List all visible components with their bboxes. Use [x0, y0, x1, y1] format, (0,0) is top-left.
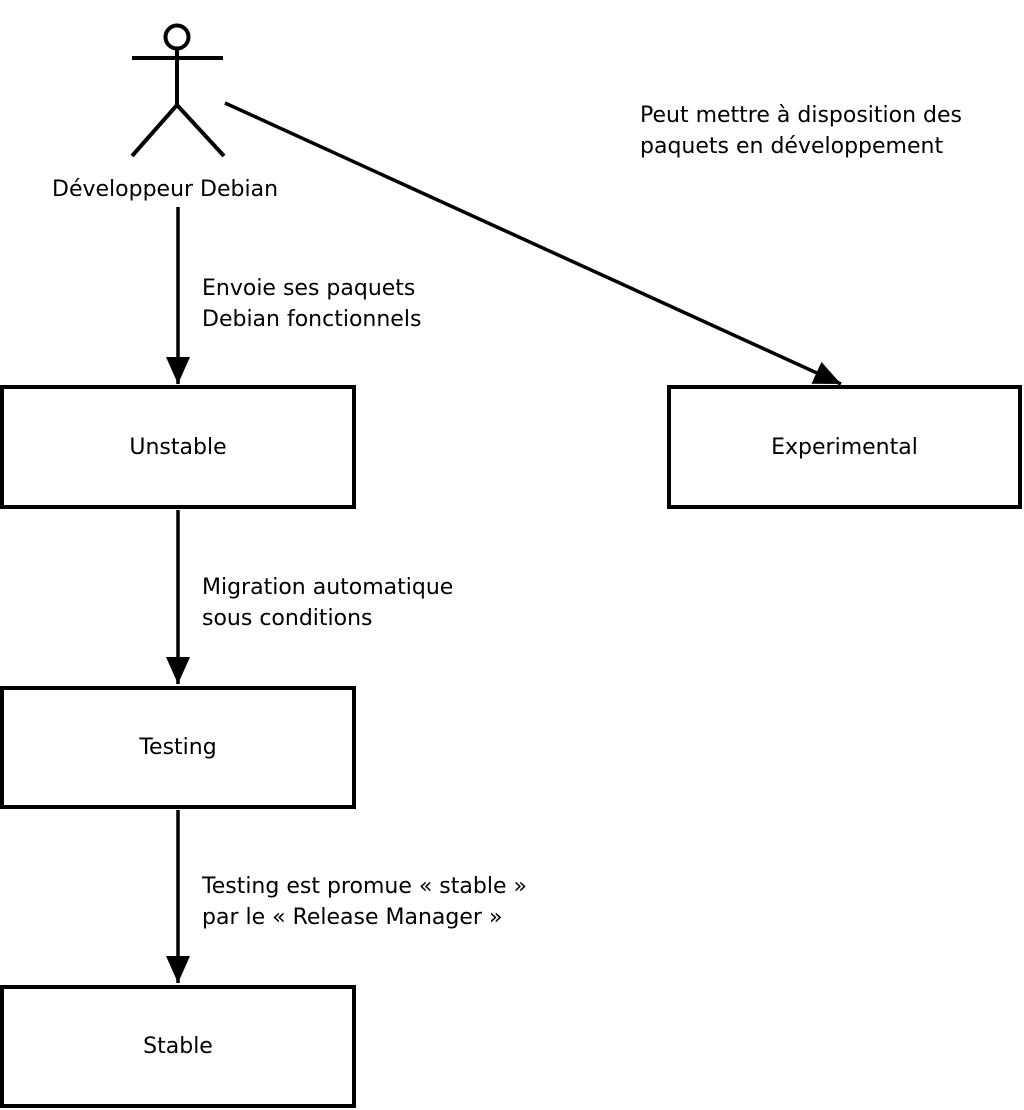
edge-label-developer-to-unstable: Envoie ses paquets Debian fonctionnels	[202, 276, 422, 332]
box-testing-label: Testing	[139, 735, 217, 760]
box-experimental: Experimental	[667, 385, 1022, 509]
box-stable: Stable	[0, 985, 356, 1108]
actor-legs	[130, 102, 226, 158]
edge-label-unstable-to-testing: Migration automatique sous conditions	[202, 575, 454, 631]
box-testing: Testing	[0, 686, 356, 809]
edge-label-testing-to-stable: Testing est promue « stable » par le « R…	[202, 874, 527, 930]
box-experimental-label: Experimental	[771, 434, 918, 460]
box-stable-label: Stable	[143, 1034, 213, 1059]
box-unstable: Unstable	[0, 385, 356, 509]
actor-label: Développeur Debian	[52, 177, 279, 202]
edge-label-developer-to-experimental: Peut mettre à disposition des paquets en…	[640, 103, 962, 159]
arrow-developer-to-experimental	[224, 101, 842, 386]
box-unstable-label: Unstable	[129, 434, 227, 460]
actor-figure	[130, 23, 226, 158]
actor-head	[163, 23, 191, 51]
